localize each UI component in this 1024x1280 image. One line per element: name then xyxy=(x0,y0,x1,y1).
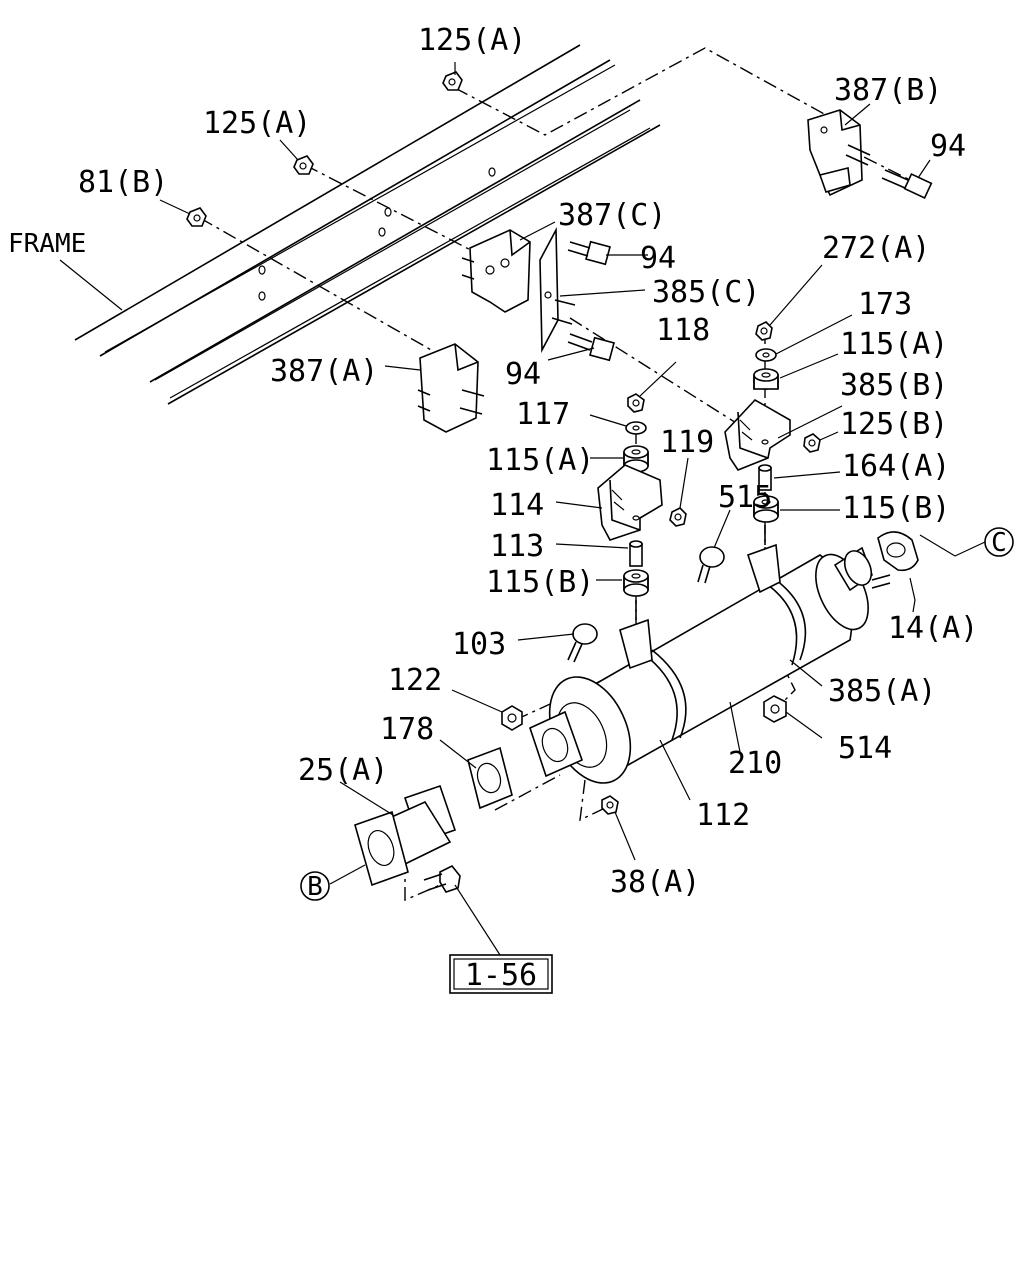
label-115b-left: 115(B) xyxy=(486,565,594,600)
bolt-94-mid xyxy=(567,240,611,266)
washer-117 xyxy=(625,421,647,435)
bushing-115a-right xyxy=(753,368,779,390)
nut-125a-top xyxy=(442,71,463,91)
pipe-25a xyxy=(354,784,457,887)
label-112: 112 xyxy=(696,798,750,833)
label-125a-top: 125(A) xyxy=(418,23,526,58)
brackets xyxy=(417,109,871,541)
label-272a: 272(A) xyxy=(822,231,930,266)
washer-173 xyxy=(755,348,777,362)
reference-box-text: 1-56 xyxy=(465,958,537,993)
bushing-115b-right xyxy=(753,495,779,523)
label-38a: 38(A) xyxy=(610,865,700,900)
label-94-mid: 94 xyxy=(640,241,676,276)
label-113: 113 xyxy=(490,529,544,564)
nut-119 xyxy=(669,507,687,527)
label-385c: 385(C) xyxy=(652,275,760,310)
label-122: 122 xyxy=(388,663,442,698)
part-labels: 125(A) 125(A) 81(B) 387(B) 94 387(C) 94 … xyxy=(78,23,978,900)
label-117: 117 xyxy=(516,397,570,432)
frame-rails xyxy=(74,44,661,405)
nut-514 xyxy=(763,695,787,723)
part-103 xyxy=(567,623,598,663)
frame-label: FRAME xyxy=(8,229,86,259)
label-514: 514 xyxy=(838,731,892,766)
label-94-low: 94 xyxy=(505,357,541,392)
spacer-113 xyxy=(629,540,643,567)
bracket-387b xyxy=(807,109,871,197)
bolt-94-right xyxy=(881,169,933,199)
label-387a: 387(A) xyxy=(270,354,378,389)
label-114: 114 xyxy=(490,488,544,523)
label-387c: 387(C) xyxy=(558,198,666,233)
nut-38a xyxy=(601,795,619,815)
label-119: 119 xyxy=(660,425,714,460)
label-115a-left: 115(A) xyxy=(486,443,594,478)
callout-b: B xyxy=(300,871,330,902)
label-125a-mid: 125(A) xyxy=(203,106,311,141)
callout-b-letter: B xyxy=(307,872,323,902)
part-515 xyxy=(697,546,725,584)
bracket-114 xyxy=(597,464,663,541)
label-515: 515 xyxy=(718,480,772,515)
label-125b: 125(B) xyxy=(840,407,948,442)
label-385b: 385(B) xyxy=(840,368,948,403)
bracket-387a xyxy=(417,343,485,433)
plate-385c xyxy=(539,226,576,354)
label-178: 178 xyxy=(380,712,434,747)
callout-c-letter: C xyxy=(991,528,1007,558)
label-103: 103 xyxy=(452,627,506,662)
nut-125a-mid xyxy=(293,155,314,175)
nut-125b xyxy=(803,433,821,453)
spacer-164a xyxy=(758,464,772,491)
bracket-387c xyxy=(461,229,531,313)
muffler-210 xyxy=(529,525,891,784)
label-118: 118 xyxy=(656,313,710,348)
label-81b: 81(B) xyxy=(78,165,168,200)
reference-box: 1-56 xyxy=(449,954,553,994)
nut-118 xyxy=(627,393,645,413)
nut-122 xyxy=(501,705,523,731)
gasket-14a xyxy=(877,531,919,572)
bushing-115b-left xyxy=(623,569,649,597)
leader-lines xyxy=(159,62,986,956)
frame-label-group: FRAME xyxy=(8,229,123,311)
label-115a-right: 115(A) xyxy=(840,327,948,362)
label-210: 210 xyxy=(728,746,782,781)
label-14a: 14(A) xyxy=(888,611,978,646)
label-387b: 387(B) xyxy=(834,73,942,108)
label-164a: 164(A) xyxy=(842,449,950,484)
label-25a: 25(A) xyxy=(298,753,388,788)
label-385a: 385(A) xyxy=(828,674,936,709)
fasteners xyxy=(186,71,933,893)
callout-c: C xyxy=(984,527,1014,558)
label-173: 173 xyxy=(858,287,912,322)
gasket-178 xyxy=(467,746,513,810)
nut-272a xyxy=(755,321,773,341)
bolt-94-low xyxy=(567,333,615,362)
bracket-385b xyxy=(724,398,791,471)
label-94-right: 94 xyxy=(930,129,966,164)
bolt-1-56 xyxy=(423,864,461,893)
nut-81b xyxy=(186,207,207,227)
label-115b-right: 115(B) xyxy=(842,491,950,526)
